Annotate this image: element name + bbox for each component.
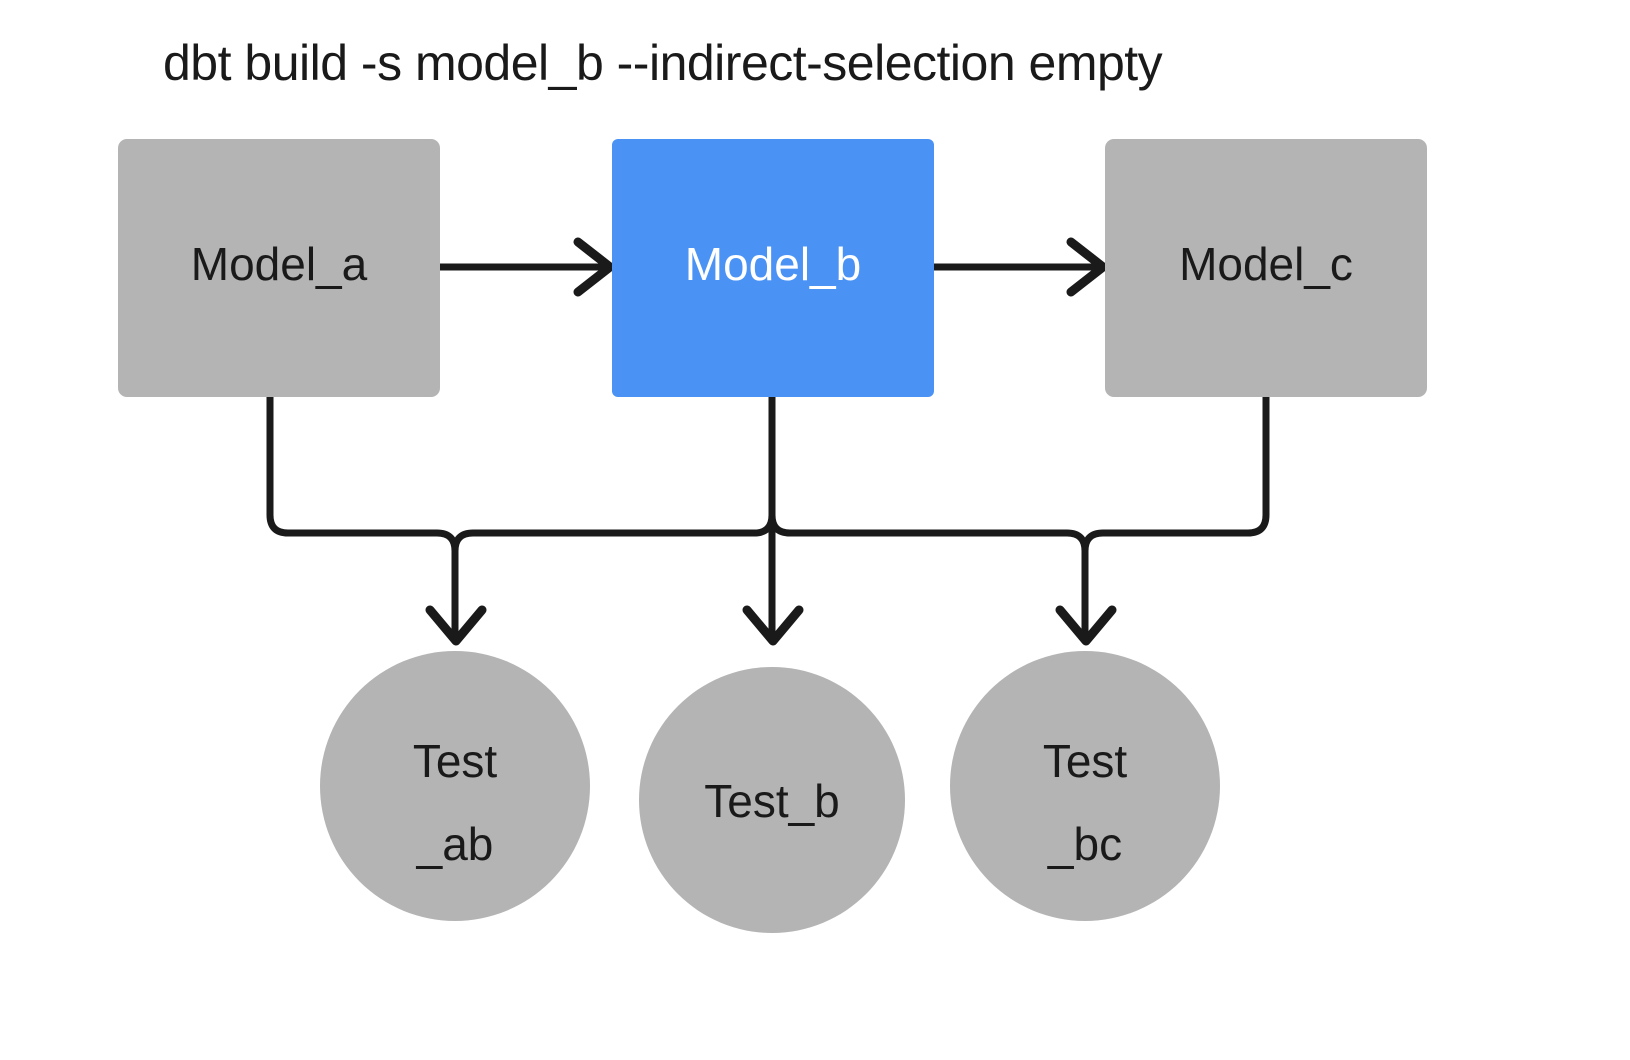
node-model-c-shape[interactable] bbox=[1105, 139, 1427, 397]
node-test-bc[interactable]: Test _bc bbox=[950, 651, 1220, 921]
node-model-c-label: Model_c bbox=[1179, 238, 1353, 290]
node-test-b[interactable]: Test_b bbox=[639, 667, 905, 933]
node-model-c[interactable]: Model_c bbox=[1105, 139, 1427, 397]
node-model-a-label: Model_a bbox=[191, 238, 368, 290]
node-model-a[interactable]: Model_a bbox=[118, 139, 440, 397]
node-test-bc-label-line1: Test bbox=[1043, 735, 1128, 787]
edge-model-b-to-test-ab bbox=[451, 393, 776, 640]
node-test-bc-label-line2: _bc bbox=[1047, 818, 1122, 870]
node-model-a-shape[interactable] bbox=[118, 139, 440, 397]
page-title: dbt build -s model_b --indirect-selectio… bbox=[163, 35, 1163, 91]
node-model-b[interactable]: Model_b bbox=[612, 139, 934, 397]
node-test-b-label-line1: Test_b bbox=[704, 775, 840, 827]
edge-model-b-to-test-bc bbox=[768, 393, 1089, 640]
edge-model-b-to-model-c bbox=[929, 237, 1108, 297]
node-model-b-label: Model_b bbox=[685, 238, 861, 290]
edge-model-c-to-test-bc bbox=[1055, 393, 1270, 646]
node-test-bc-shape[interactable] bbox=[950, 651, 1220, 921]
node-test-ab-shape[interactable] bbox=[320, 651, 590, 921]
node-test-ab-label-line1: Test bbox=[413, 735, 498, 787]
node-test-ab[interactable]: Test _ab bbox=[320, 651, 590, 921]
edge-model-a-to-model-b bbox=[436, 237, 615, 297]
edge-model-a-to-test-ab bbox=[266, 393, 487, 646]
node-test-b-shape[interactable] bbox=[639, 667, 905, 933]
node-test-ab-label-line2: _ab bbox=[416, 818, 494, 870]
node-model-b-shape[interactable] bbox=[612, 139, 934, 397]
